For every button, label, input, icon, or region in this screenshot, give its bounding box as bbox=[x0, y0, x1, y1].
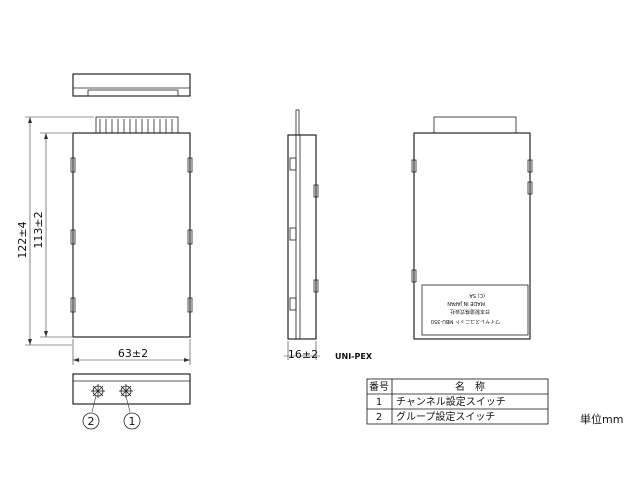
table-row-1-no: 1 bbox=[376, 397, 382, 408]
table-header-no: 番号 bbox=[369, 381, 389, 393]
top-view bbox=[72, 73, 191, 97]
outer-height-label: 122±4 bbox=[16, 221, 29, 258]
dimension-outer-height: 122±4 bbox=[16, 116, 94, 346]
depth-label: 16±2 bbox=[288, 348, 318, 361]
rear-view: UNI-PEX ワイヤレスユニット MBU-350 日本製造株式会社 MADE … bbox=[335, 116, 533, 361]
rotary-switch-1 bbox=[119, 384, 133, 398]
dimension-inner-height: 113±2 bbox=[32, 132, 72, 338]
width-label: 63±2 bbox=[118, 347, 148, 360]
side-view bbox=[287, 109, 319, 340]
label-brand: UNI-PEX bbox=[335, 352, 373, 361]
dimension-depth: 16±2 bbox=[284, 341, 320, 361]
table-row-2-name: グループ設定スイッチ bbox=[396, 410, 495, 423]
label-line4: (C) 5A bbox=[469, 292, 485, 298]
front-view bbox=[70, 116, 193, 338]
bottom-view: 2 1 bbox=[72, 373, 191, 430]
rotary-switch-2 bbox=[91, 384, 105, 398]
label-line1: ワイヤレスユニット MBU-350 bbox=[431, 318, 500, 324]
callout-2: 2 bbox=[88, 415, 95, 428]
label-plate: UNI-PEX ワイヤレスユニット MBU-350 日本製造株式会社 MADE … bbox=[335, 284, 529, 361]
table-row-1-name: チャンネル設定スイッチ bbox=[396, 395, 506, 408]
parts-table: 番号 名 称 1 チャンネル設定スイッチ 2 グループ設定スイッチ bbox=[366, 378, 549, 425]
table-header-name: 名 称 bbox=[455, 380, 485, 393]
callout-1: 1 bbox=[129, 415, 136, 428]
label-line2: 日本製造株式会社 bbox=[450, 308, 490, 315]
dimension-width: 63±2 bbox=[72, 339, 191, 365]
label-line3: MADE IN JAPAN bbox=[447, 300, 485, 306]
inner-height-label: 113±2 bbox=[32, 211, 45, 248]
unit-label: 単位mm bbox=[580, 412, 623, 426]
table-row-2-no: 2 bbox=[376, 412, 382, 423]
